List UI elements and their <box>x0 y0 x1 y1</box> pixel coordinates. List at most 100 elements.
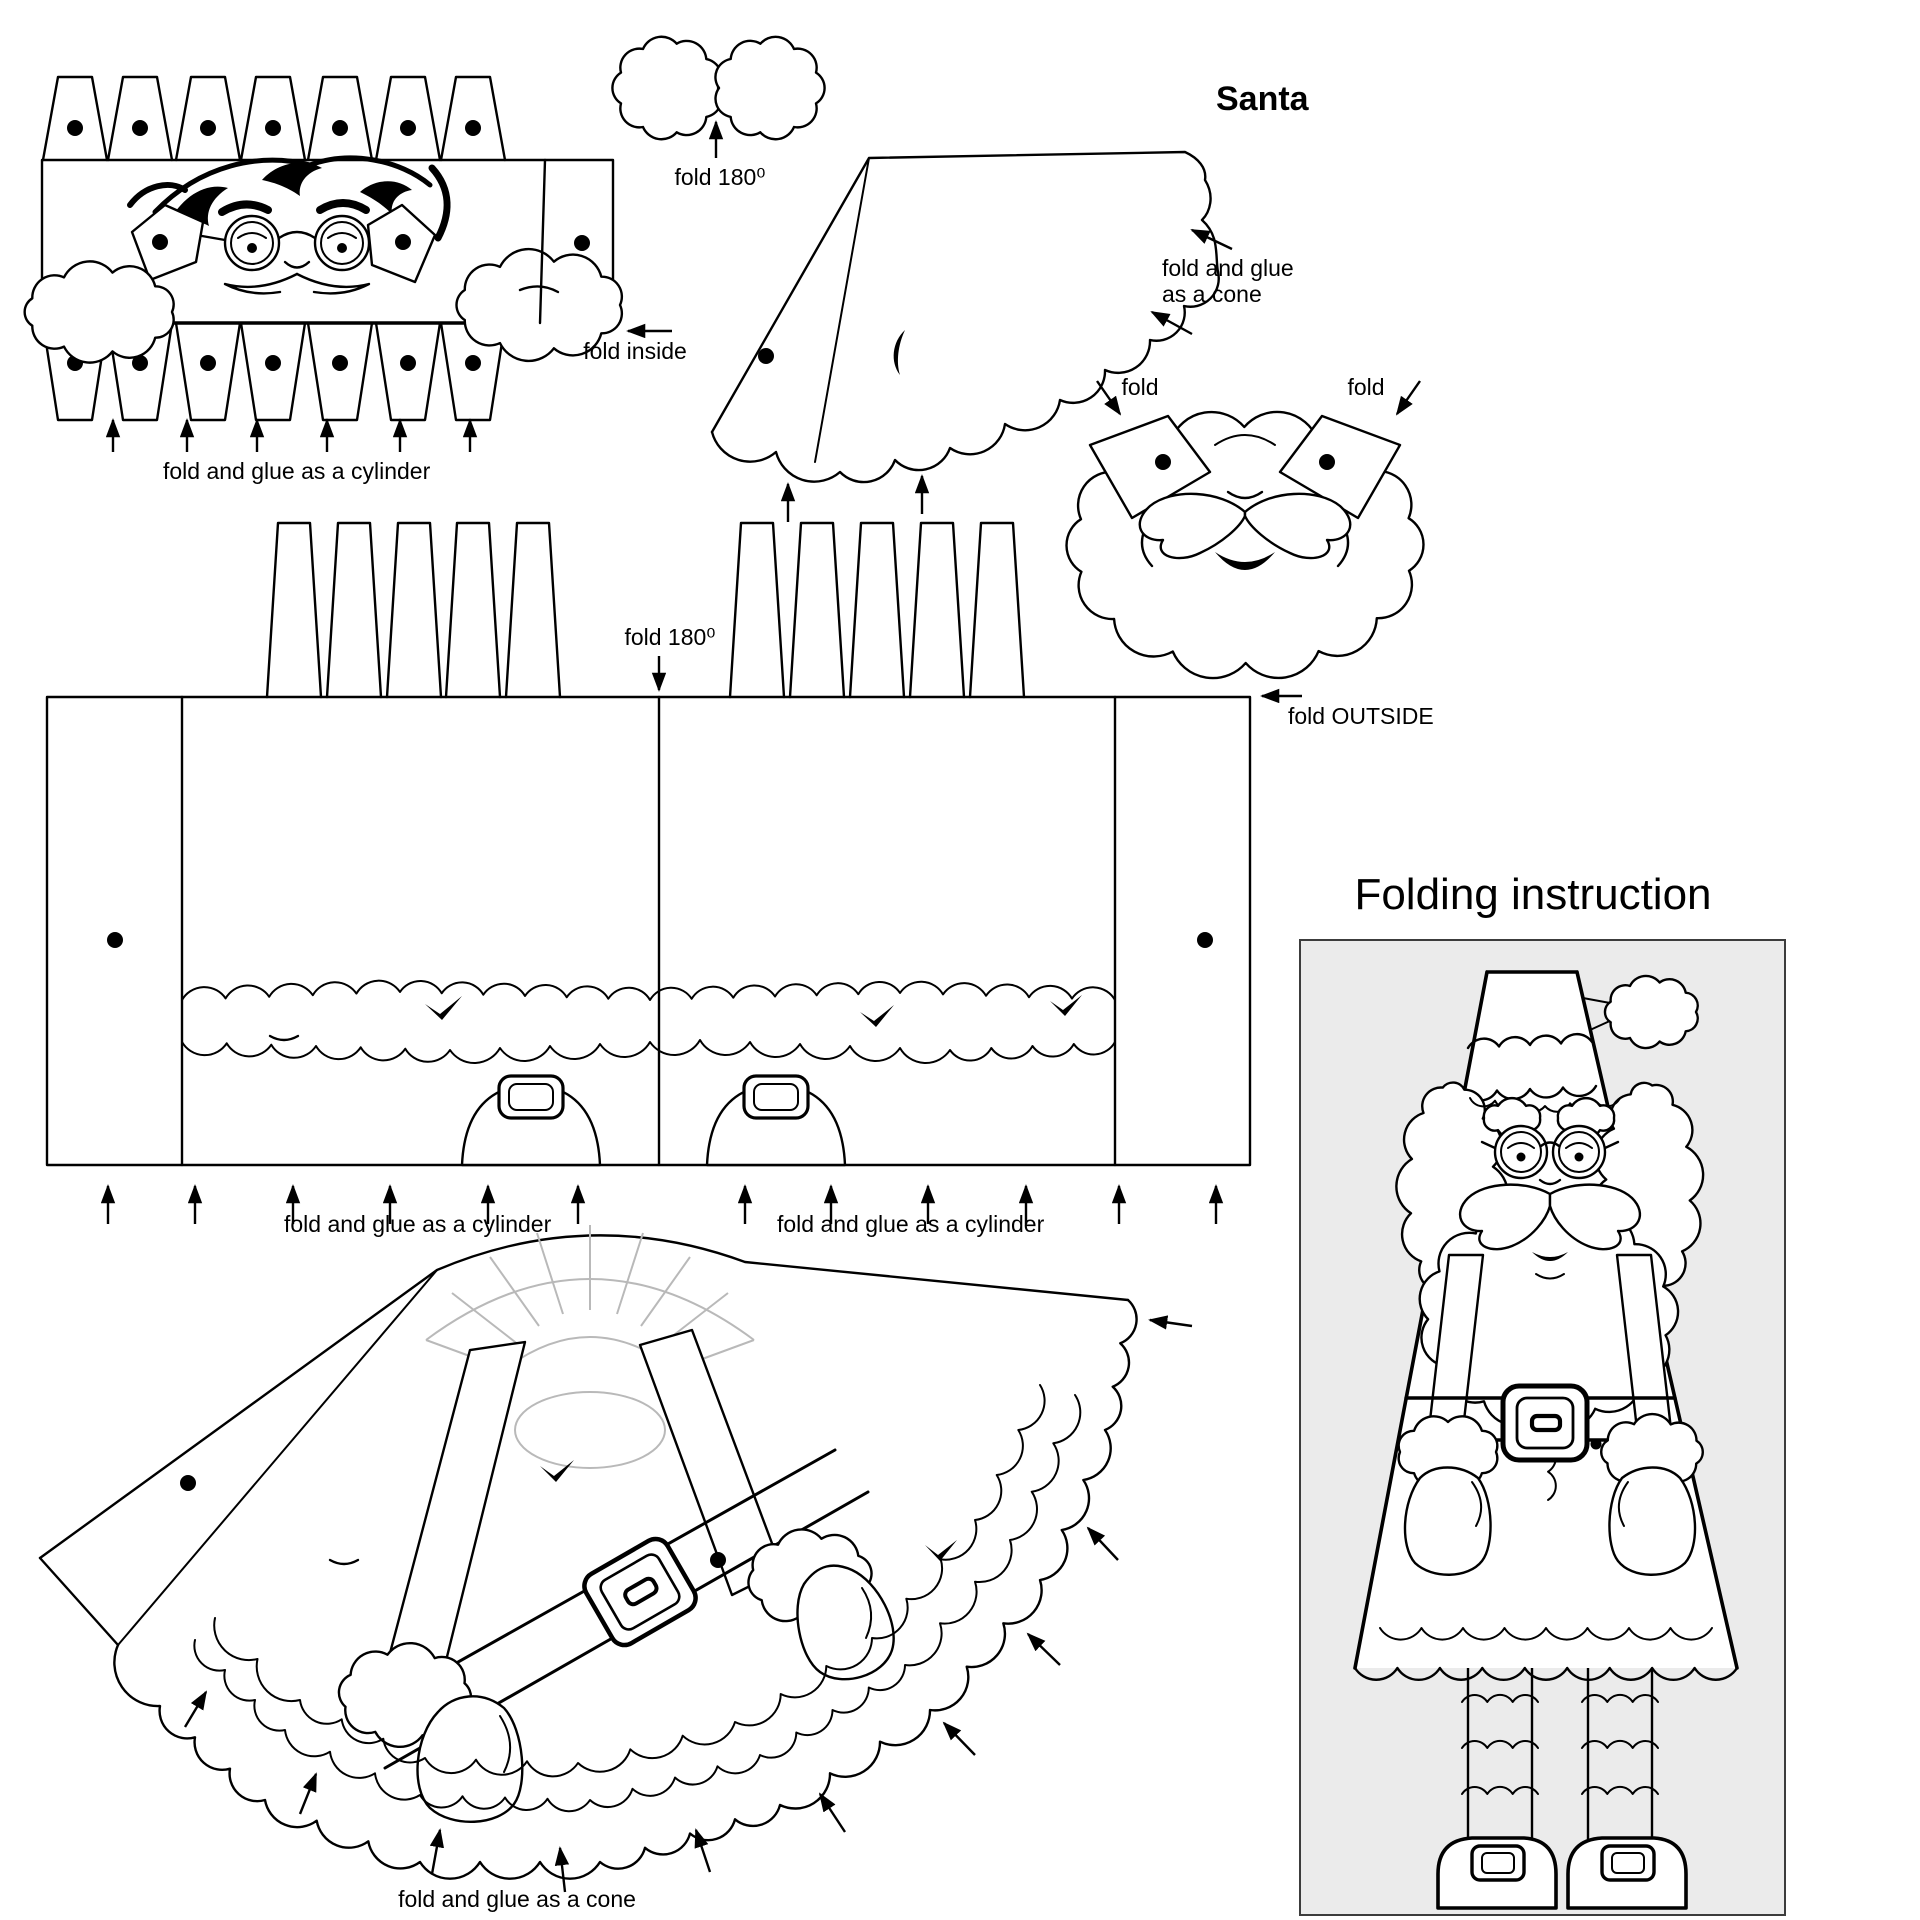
glue-dot <box>400 120 416 136</box>
glue-tab <box>908 521 966 699</box>
glue-cylinder-label-right: fold and glue as a cylinder <box>777 1211 1045 1237</box>
glue-dot <box>200 120 216 136</box>
body-band-outline <box>45 695 1252 1167</box>
beard-nose <box>1226 490 1264 500</box>
mitten <box>416 1695 524 1824</box>
glue-tab <box>504 521 562 699</box>
glue-dot <box>1197 932 1213 948</box>
boot <box>1436 1836 1558 1910</box>
glue-dot <box>180 1475 196 1491</box>
mitten <box>1608 1466 1697 1576</box>
glasses <box>1480 1124 1620 1180</box>
glue-tab <box>385 521 443 699</box>
glue-flap-fold-line <box>117 1269 438 1646</box>
hat-outline <box>710 150 1220 434</box>
glue-dot <box>465 355 481 371</box>
fold-arrows <box>1096 380 1421 416</box>
glue-tab <box>174 75 242 162</box>
glue-tab <box>325 521 383 699</box>
piece-hat-cone <box>710 150 1233 522</box>
mouth <box>1215 552 1275 570</box>
leg-strap <box>383 1340 527 1687</box>
santa-face-art <box>23 155 624 364</box>
band-dividers <box>180 695 1117 1167</box>
pompom <box>1603 974 1699 1050</box>
fur-cloud <box>455 247 624 363</box>
glue-tab <box>444 521 502 699</box>
glue-dot <box>758 348 774 364</box>
glue-tab <box>728 521 786 699</box>
cone-top-edges <box>38 1234 1130 1560</box>
glue-dot <box>107 932 123 948</box>
glue-cylinder-label-left: fold and glue as a cylinder <box>284 1211 552 1237</box>
boot <box>1566 1836 1688 1910</box>
fold-180-label-top: fold 180⁰ <box>674 164 766 190</box>
fold-label-beard-right: fold <box>1347 374 1385 400</box>
belt-buckle <box>582 1536 698 1648</box>
sheet-title: Santa <box>1216 80 1309 118</box>
glue-tab <box>306 75 374 162</box>
mitten <box>1403 1466 1492 1576</box>
hat-fur-edge <box>710 270 1220 484</box>
glue-tab <box>106 321 174 422</box>
belt-buckle <box>1500 1383 1590 1463</box>
glue-dot <box>332 355 348 371</box>
glue-dot <box>265 120 281 136</box>
boot-top <box>705 1074 847 1167</box>
fold-flap-left <box>1088 414 1212 520</box>
hat-fold-line <box>814 157 870 463</box>
glue-tabs-top <box>41 75 507 162</box>
fold-arrows <box>183 1315 1193 1893</box>
glue-dot <box>574 235 590 251</box>
cone-fur-edge <box>113 1298 1138 1880</box>
glue-dot <box>1319 454 1335 470</box>
instruction-heading: Folding instruction <box>1354 870 1712 919</box>
glue-tab <box>265 521 323 699</box>
glue-tab <box>848 521 906 699</box>
mustache <box>1138 492 1247 560</box>
glue-tab <box>239 321 307 422</box>
fold-flap-right <box>1278 414 1402 520</box>
beard <box>1418 1199 1680 1430</box>
folding-instruction-panel <box>1299 939 1786 1916</box>
glue-tab <box>374 321 442 422</box>
glue-dot <box>1590 1438 1602 1450</box>
mustache <box>1458 1183 1552 1251</box>
glue-tab <box>374 75 442 162</box>
glue-cone-label-body: fold and glue as a cone <box>398 1886 636 1912</box>
glue-tab <box>788 521 846 699</box>
glue-dot <box>200 355 216 371</box>
pompom-cloud <box>611 35 723 141</box>
fold-inside-label: fold inside <box>583 338 687 364</box>
fold-180-label-mid: fold 180⁰ <box>624 624 716 650</box>
fold-outside-label: fold OUTSIDE <box>1288 703 1434 729</box>
piece-body-band <box>45 521 1302 1224</box>
fold-arrows <box>105 323 672 452</box>
cone-left-close <box>38 1556 120 1647</box>
fur-hem-line <box>193 1394 1082 1813</box>
band-divider <box>538 158 547 325</box>
fold-arrows <box>100 656 1302 1224</box>
glue-cylinder-label-head: fold and glue as a cylinder <box>163 458 431 484</box>
glue-dot <box>465 120 481 136</box>
glue-tab <box>41 321 109 422</box>
mouth <box>1532 1252 1568 1261</box>
santa-body-art <box>193 1328 1082 1824</box>
glue-dot <box>395 234 411 250</box>
fur-cloud <box>23 260 175 364</box>
glue-tab <box>106 75 174 162</box>
mustache <box>1548 1183 1642 1251</box>
piece-pompom <box>611 35 826 158</box>
mitten <box>796 1564 895 1681</box>
boot-top <box>460 1074 602 1167</box>
fold-label-beard-left: fold <box>1121 374 1159 400</box>
fold-arrows <box>780 228 1233 522</box>
nose <box>1538 1178 1562 1186</box>
glue-dot <box>1155 454 1171 470</box>
glue-dot <box>265 355 281 371</box>
glue-cone-label-hat: fold and glue as a cone <box>1162 255 1294 308</box>
glue-tab <box>439 75 507 162</box>
glue-dot <box>67 120 83 136</box>
